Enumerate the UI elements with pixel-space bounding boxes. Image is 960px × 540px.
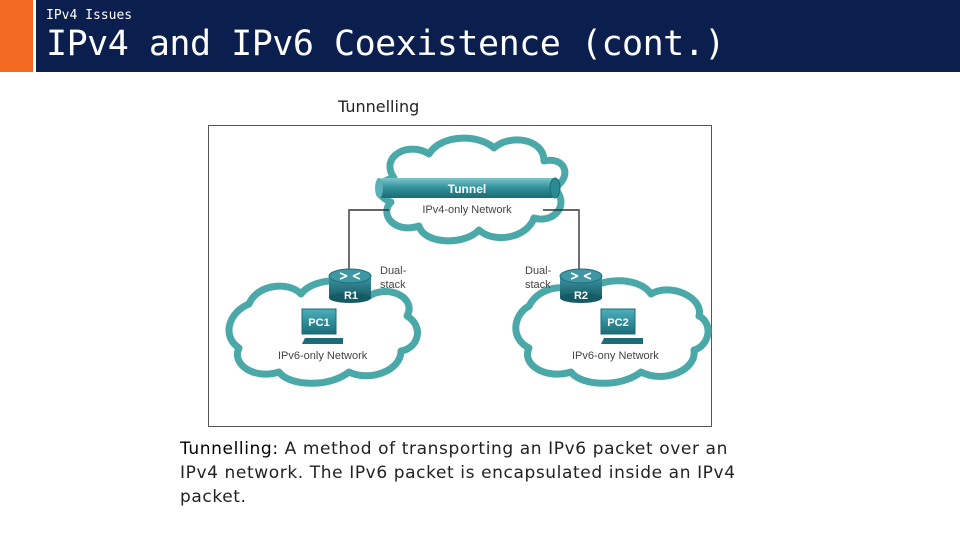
r2-dualstack-line2: stack xyxy=(525,279,551,291)
description-text: A method of transporting an IPv6 packet … xyxy=(180,439,736,507)
pc2-label: PC2 xyxy=(607,317,628,329)
router-r2-icon xyxy=(559,268,603,303)
pc1-label: PC1 xyxy=(308,317,329,329)
page-title: IPv4 and IPv6 Coexistence (cont.) xyxy=(46,24,725,64)
left-network-label: IPv6-only Network xyxy=(278,350,368,362)
right-network-label: IPv6-ony Network xyxy=(572,350,659,362)
tunnelling-description: Tunnelling: A method of transporting an … xyxy=(180,437,770,509)
tunnel-label: Tunnel xyxy=(448,182,486,196)
diagram-canvas: Tunnel IPv4-only Network R1 Dual- stack … xyxy=(225,134,712,387)
tunnel-tube xyxy=(375,177,561,199)
ipv4-network-label: IPv4-only Network xyxy=(422,204,512,216)
figure-caption: Tunnelling xyxy=(338,97,420,116)
pc2-icon xyxy=(600,308,643,344)
router-r1-icon xyxy=(328,268,372,303)
header-accent xyxy=(0,0,33,72)
description-term: Tunnelling: xyxy=(180,439,279,459)
header-accent-divider xyxy=(33,0,36,72)
r1-dualstack-line1: Dual- xyxy=(380,265,407,277)
r2-link xyxy=(543,209,580,271)
tunnelling-diagram: Tunnel IPv4-only Network R1 Dual- stack … xyxy=(208,125,712,427)
header-bar xyxy=(0,0,960,72)
r1-link xyxy=(348,209,389,271)
section-label: IPv4 Issues xyxy=(46,8,133,23)
r1-dualstack-line2: stack xyxy=(380,279,406,291)
r2-dualstack-line1: Dual- xyxy=(525,265,552,277)
router-r2-label: R2 xyxy=(574,290,588,302)
pc1-icon xyxy=(301,308,343,344)
router-r1-label: R1 xyxy=(344,290,358,302)
